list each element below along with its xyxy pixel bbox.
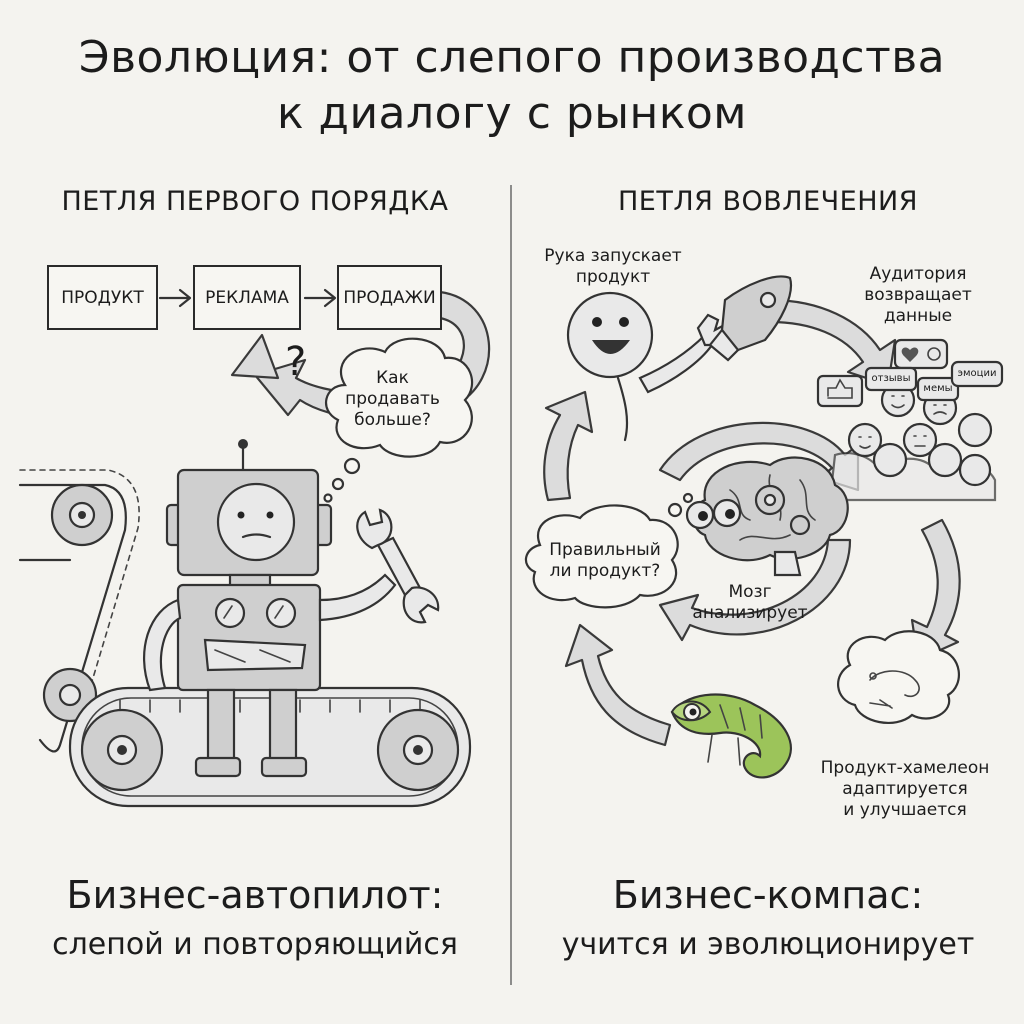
flow-arrow-1	[158, 288, 192, 308]
thought-left-line-1: Как	[376, 368, 409, 388]
chameleon-thought	[837, 630, 960, 724]
thought-left-text: Как продавать больше?	[340, 368, 445, 431]
chameleon-label-line-3: и улучшается	[843, 800, 967, 820]
heart-icon	[893, 338, 949, 370]
wrench-icon	[356, 508, 440, 624]
cycle-arrow-left	[543, 390, 594, 502]
title-line-2: к диалогу с рынком	[276, 88, 748, 139]
brain-label-line-1: Мозг	[728, 582, 772, 602]
cycle-arrow-bottom	[564, 623, 672, 747]
thumbs-up-icon	[816, 374, 864, 408]
hand-label: Рука запускает продукт	[528, 246, 698, 288]
flow-box-ads-label: РЕКЛАМА	[205, 287, 289, 308]
left-caption-main: Бизнес-автопилот:	[66, 873, 444, 917]
right-heading: ПЕТЛЯ ВОВЛЕЧЕНИЯ	[618, 186, 918, 217]
gear-icon	[789, 514, 811, 536]
loop-arrow-head	[230, 333, 280, 380]
thought-right-line-1: Правильный	[549, 540, 661, 560]
chameleon-label-line-2: адаптируется	[842, 779, 968, 799]
launcher-figure	[566, 291, 737, 442]
flow-box-sales-label: ПРОДАЖИ	[343, 287, 436, 308]
chameleon-label-line-1: Продукт-хамелеон	[820, 758, 990, 778]
thought-right-text: Правильный ли продукт?	[530, 540, 680, 582]
left-heading: ПЕТЛЯ ПЕРВОГО ПОРЯДКА	[61, 186, 449, 217]
gear-icon	[80, 708, 164, 792]
gear-icon	[754, 484, 786, 516]
thought-cloud-left	[323, 337, 474, 503]
thought-right-line-2: ли продукт?	[549, 561, 661, 581]
audience-label-line-1: Аудитория	[869, 264, 967, 284]
chameleon-icon	[670, 693, 792, 779]
audience-label-line-2: возвращает	[864, 285, 972, 305]
title-line-1: Эволюция: от слепого производства	[78, 32, 946, 83]
bubble-memy: мемы	[923, 383, 953, 394]
right-caption-main: Бизнес-компас:	[612, 873, 924, 917]
hand-label-line-1: Рука запускает	[544, 246, 682, 266]
flow-arrow-2	[303, 288, 337, 308]
brain-label-line-2: анализирует	[692, 603, 808, 623]
flow-box-product: ПРОДУКТ	[47, 265, 158, 330]
audience-label-line-3: данные	[883, 306, 953, 326]
center-divider	[510, 185, 512, 985]
robot-icon	[142, 439, 440, 778]
gear-icon	[376, 708, 460, 792]
hand-label-line-2: продукт	[575, 267, 651, 287]
bubble-otzyvy: отзывы	[871, 373, 911, 384]
flow-box-ads: РЕКЛАМА	[193, 265, 301, 330]
thought-left-line-3: больше?	[354, 410, 431, 430]
left-caption-sub: слепой и повторяющийся	[52, 927, 458, 962]
thought-cloud-right	[524, 492, 694, 609]
question-mark: ?	[285, 339, 307, 385]
inner-loop-arrow-bottom	[658, 538, 852, 642]
gear-icon	[50, 483, 114, 547]
rocket-icon	[708, 275, 793, 362]
brain-icon	[685, 456, 849, 577]
bubble-otzyvy-frame	[864, 366, 918, 392]
audience-label: Аудитория возвращает данные	[848, 264, 988, 327]
flow-box-sales: ПРОДАЖИ	[337, 265, 442, 330]
bubble-emocii-frame	[950, 360, 1004, 388]
chameleon-label: Продукт-хамелеон адаптируется и улучшает…	[810, 758, 1000, 821]
thought-left-line-2: продавать	[345, 389, 440, 409]
bubble-emocii: эмоции	[957, 368, 997, 379]
flow-box-product-label: ПРОДУКТ	[61, 287, 144, 308]
right-caption-sub: учится и эволюционирует	[561, 927, 975, 962]
brain-label: Мозг анализирует	[680, 582, 820, 624]
page-title: Эволюция: от слепого производства к диал…	[0, 30, 1024, 142]
bubble-memy-frame	[916, 376, 960, 402]
